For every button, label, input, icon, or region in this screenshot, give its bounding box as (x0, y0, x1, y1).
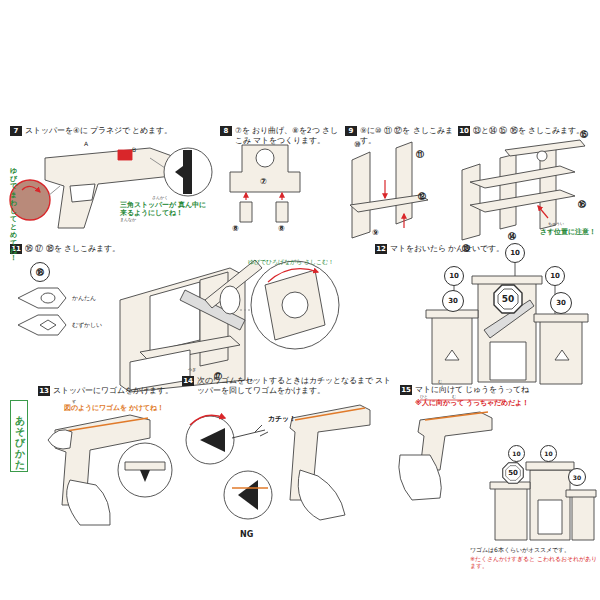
step-instruction: ストッパーを④に プラネジで とめます。 (25, 126, 173, 136)
callout-number: ⑰ (214, 372, 222, 382)
note-text: む (438, 380, 442, 385)
step-number: 9 (345, 126, 357, 136)
callout-number: ⑭ (508, 232, 516, 242)
octagon-shape (494, 285, 522, 313)
callout-number: ⑬ (462, 244, 470, 254)
target-marker: 30 (568, 468, 586, 486)
callout-number: NG (240, 530, 253, 540)
step-number: 13 (38, 386, 50, 396)
step-number: 14 (182, 376, 194, 386)
step-number: 8 (220, 126, 232, 136)
step-heading: 8⑦を おり曲げ、⑧を2つ さしこみ マトをつくります。 (220, 126, 338, 146)
marker-text: あそびかた (12, 409, 26, 464)
target-marker: 10 (545, 266, 565, 286)
step-instruction: ⑨に⑩ ⑪ ⑫を さしこみます。 (360, 126, 453, 146)
callout-number: ⑫ (418, 192, 426, 202)
step-instruction: ⑯ ⑰ ⑱を さしこみます。 (25, 244, 120, 254)
callout-number: ⑩ (354, 140, 361, 150)
marker-text: 10 (550, 272, 560, 280)
stand-drawing (426, 263, 588, 384)
structure-drawing (18, 260, 339, 392)
octagon-ring (506, 466, 521, 481)
note-text: かんたん (72, 294, 96, 301)
step-number: 7 (10, 126, 22, 136)
note-text: むずかしい (72, 321, 102, 328)
step-instruction: ⑬と⑭ ⑮ ⑯を さしこみます。 (473, 126, 584, 136)
step-heading: 13ストッパーにワゴムをかけます。 (38, 386, 178, 396)
target-marker: 10 (508, 445, 525, 462)
callout-number: A (84, 140, 88, 147)
marker-text: 10 (510, 249, 520, 257)
marker-text: 50 (502, 294, 515, 304)
marker-text: ⑱ (36, 267, 44, 278)
octagon-shape (503, 463, 524, 484)
shelf-drawing (462, 140, 585, 240)
note-text: ※人に向かって うっちゃだめだよ！ (415, 399, 595, 407)
callout-number: ⑨ (372, 228, 379, 238)
target-marker: 50 (493, 284, 523, 314)
marker-text: 30 (556, 299, 566, 307)
loading-drawing (48, 415, 172, 525)
note-text: ※たくさんかけすぎると こわれるおそれがあります。 (470, 555, 598, 569)
marker-text: 10 (512, 450, 520, 457)
marker-text: 30 (448, 297, 458, 305)
callout-number: ⑯ (578, 200, 586, 210)
gun-drawing (10, 148, 212, 228)
note-text: 三角ストッパーが 真ん中に来るようにしてね！ (120, 201, 212, 218)
target-marker: 50 (502, 462, 524, 484)
callout-number: ⑧ (232, 224, 239, 234)
note-text: ちゅうい (548, 222, 564, 227)
callout-number: ⑧ (278, 224, 285, 234)
target-marker: ⑱ (30, 262, 50, 282)
marker-text: 10 (449, 272, 459, 280)
step-heading: 7ストッパーを④に プラネジで とめます。 (10, 126, 210, 136)
step-number: 15 (400, 385, 412, 395)
step-instruction: マトに向けて じゅうをうってね (415, 385, 529, 395)
step-heading: 12マトをおいたら かんせいです。 (375, 244, 585, 254)
note-text: つぎ (188, 368, 196, 373)
note-text: さんかく (152, 196, 168, 201)
marker-text: 30 (573, 474, 581, 481)
note-text: ゆびでまわしてとめてね！ (9, 162, 17, 257)
callout-number: B (132, 146, 136, 153)
panel-drawing (350, 142, 428, 238)
note-text: まわ (246, 379, 254, 384)
step-instruction: ⑦を おり曲げ、⑧を2つ さしこみ マトをつくります。 (235, 126, 338, 146)
section-tab: あそびかた (10, 400, 28, 472)
target-marker: 30 (550, 292, 572, 314)
marker-text: 10 (544, 450, 552, 457)
step-instruction: マトをおいたら かんせいです。 (390, 244, 504, 254)
step-heading: 15マトに向けて じゅうをうってね (400, 385, 595, 395)
step-instruction: ストッパーにワゴムをかけます。 (53, 386, 173, 396)
stopper-drawing (186, 405, 370, 520)
step-heading: 9⑨に⑩ ⑪ ⑫を さしこみます。 (345, 126, 453, 146)
callout-number: ⑮ (580, 130, 588, 140)
note-text: ワゴムは6本くらいがオススメです。 (470, 546, 570, 553)
target-marker: 10 (540, 445, 557, 462)
target-marker: 10 (444, 266, 464, 286)
note-text: 図のようにワゴムを かけてね！ (64, 404, 174, 412)
octagon-ring (498, 289, 518, 309)
note-text: カチッ！ (268, 415, 296, 423)
callout-number: ⑪ (416, 150, 424, 160)
step-instruction: 次のワゴムをセットするときはカチッとなるまで ストッパーを回してワゴムをかけます… (197, 376, 397, 396)
step-number: 10 (458, 126, 470, 136)
note-text: さす位置に注意！ (540, 228, 596, 236)
shooting-drawing (399, 412, 596, 540)
target-marker: 30 (442, 290, 464, 312)
marker-text: 50 (508, 469, 518, 477)
target-plate-drawing (230, 145, 300, 222)
note-text: ゆびでひろげながら さしこむ！ (248, 258, 338, 265)
step-heading: 10⑬と⑭ ⑮ ⑯を さしこみます。 (458, 126, 598, 136)
callout-number: ⑦ (260, 177, 267, 187)
step-heading: 11⑯ ⑰ ⑱を さしこみます。 (10, 244, 210, 254)
step-number: 12 (375, 244, 387, 254)
target-marker: 10 (505, 243, 525, 263)
note-text: まんなか (120, 218, 136, 223)
